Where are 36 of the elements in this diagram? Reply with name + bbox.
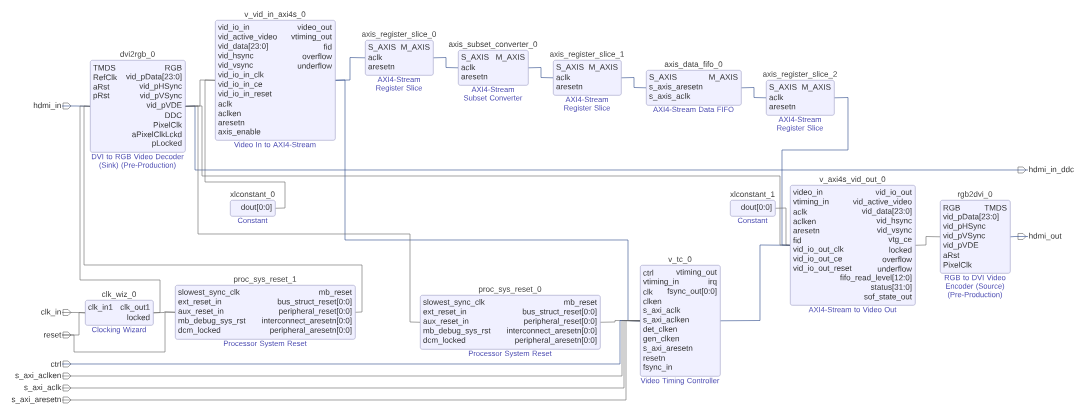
port-label: reset xyxy=(44,331,72,339)
node-label: axis_register_slice_0 xyxy=(362,31,437,39)
wire xyxy=(79,105,161,314)
port-label: hdmi_in xyxy=(33,102,72,110)
port-label: s_axi_aclk xyxy=(24,384,72,392)
node-label: xlconstant_0 xyxy=(230,191,275,199)
wire xyxy=(204,79,286,209)
wire xyxy=(185,105,791,246)
node-label: proc_sys_reset_0 xyxy=(478,286,542,294)
wire xyxy=(528,67,554,79)
wire xyxy=(433,57,459,69)
wire xyxy=(83,105,363,313)
port-label: clk_in xyxy=(41,308,72,317)
port-label: s_axi_aclken xyxy=(15,372,72,380)
node-label: v_axi4s_vid_out_0 xyxy=(819,176,886,184)
node-label: v_vid_in_axi4s_0 xyxy=(244,11,306,19)
port-label: hdmi_in_ddc xyxy=(1017,166,1074,174)
node-label: rgb2dvi_0 xyxy=(957,191,993,199)
port-label: s_axi_aresetn xyxy=(11,396,72,404)
port-label: hdmi_out xyxy=(1017,232,1062,241)
wire xyxy=(741,87,767,99)
wire xyxy=(621,77,647,89)
node-label: xlconstant_1 xyxy=(730,191,775,199)
wire xyxy=(1010,236,1029,238)
wire xyxy=(775,207,791,246)
node-label: axis_register_slice_2 xyxy=(762,71,837,79)
wire xyxy=(915,236,941,246)
node-label: dvi2rgb_0 xyxy=(120,51,155,59)
node-label: clk_wiz_0 xyxy=(102,291,137,299)
node-label: axis_data_fifo_0 xyxy=(664,61,723,69)
node-label: axis_register_slice_1 xyxy=(550,51,624,59)
wire xyxy=(781,97,849,246)
port-label: ctrl xyxy=(51,360,72,368)
node-label: axis_subset_converter_0 xyxy=(448,41,538,49)
node-label: proc_sys_reset_1 xyxy=(233,276,297,284)
node-label: v_tc_0 xyxy=(668,256,692,264)
